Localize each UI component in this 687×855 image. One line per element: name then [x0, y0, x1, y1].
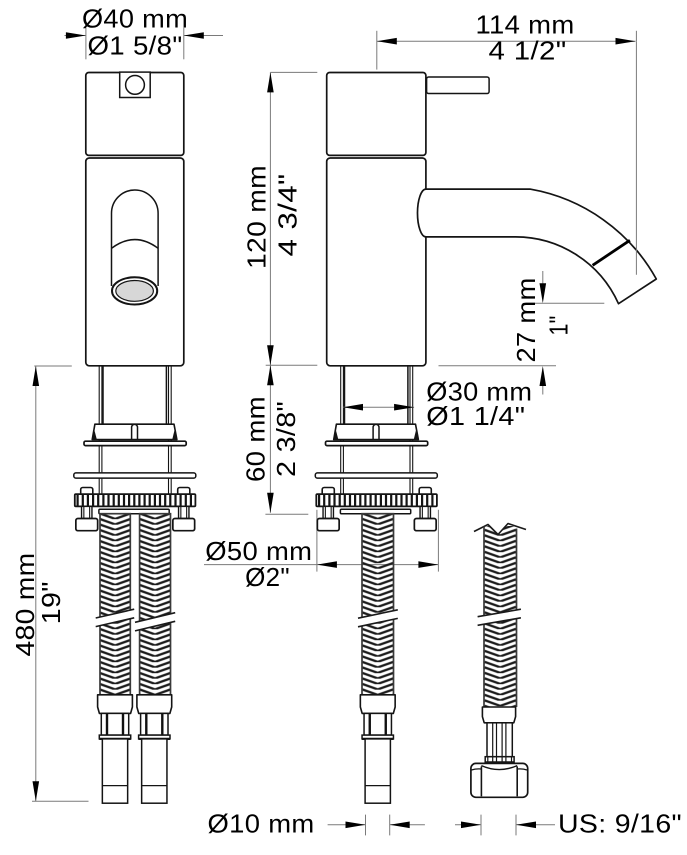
- svg-text:1": 1": [544, 316, 574, 336]
- svg-text:Ø40 mm: Ø40 mm: [82, 4, 188, 34]
- svg-text:Ø1 1/4": Ø1 1/4": [426, 401, 525, 431]
- svg-text:Ø10 mm: Ø10 mm: [208, 808, 315, 838]
- svg-text:114 mm: 114 mm: [476, 9, 575, 39]
- svg-text:Ø1 5/8": Ø1 5/8": [88, 31, 183, 61]
- svg-text:US: 9/16": US: 9/16": [558, 808, 682, 838]
- svg-text:2 3/8": 2 3/8": [271, 401, 301, 477]
- svg-text:Ø50 mm: Ø50 mm: [205, 536, 312, 566]
- svg-text:4 1/2": 4 1/2": [489, 35, 567, 65]
- svg-text:27 mm: 27 mm: [511, 278, 541, 363]
- svg-text:4 3/4": 4 3/4": [273, 174, 303, 257]
- svg-text:19": 19": [36, 581, 66, 624]
- svg-text:480 mm: 480 mm: [10, 553, 40, 657]
- svg-text:Ø30 mm: Ø30 mm: [426, 377, 532, 407]
- svg-text:120 mm: 120 mm: [242, 165, 272, 269]
- svg-text:Ø2": Ø2": [245, 562, 290, 592]
- svg-text:60 mm: 60 mm: [240, 396, 270, 482]
